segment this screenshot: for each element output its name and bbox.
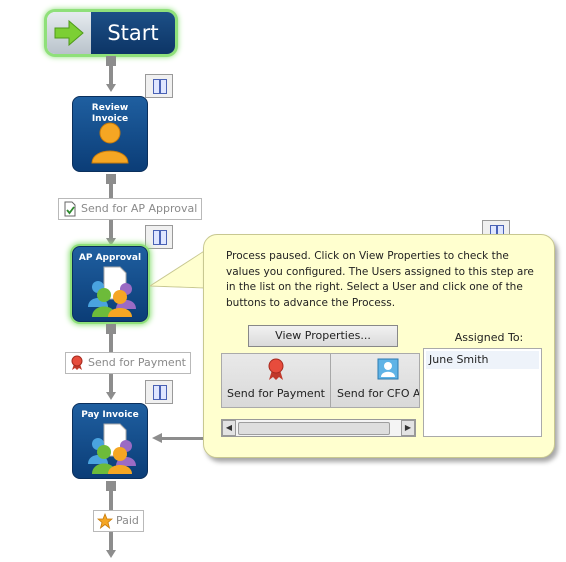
scroll-right-icon[interactable]: ▶ (401, 420, 415, 436)
connector-handle (106, 56, 116, 66)
connector-line (162, 437, 206, 440)
pause-badge[interactable] (145, 74, 173, 98)
connector-handle (106, 324, 116, 334)
document-check-icon (64, 201, 76, 217)
button-label: Send for CFO A (337, 387, 420, 400)
pause-badge[interactable] (145, 225, 173, 249)
send-for-cfo-button[interactable]: Send for CFO A (331, 354, 420, 407)
connector-line (109, 64, 113, 84)
scroll-left-icon[interactable]: ◀ (222, 420, 236, 436)
action-paid[interactable]: Paid (93, 510, 144, 532)
user-card-icon (377, 358, 399, 380)
scroll-thumb[interactable] (238, 422, 390, 435)
action-label: Send for Payment (88, 356, 186, 369)
buttons-horizontal-scrollbar[interactable]: ◀ ▶ (221, 419, 416, 437)
paused-step-callout: Process paused. Click on View Properties… (203, 234, 555, 458)
group-users-icon (88, 266, 136, 317)
assigned-to-heading: Assigned To: (454, 331, 524, 344)
connector-arrowhead (152, 433, 162, 443)
view-properties-button[interactable]: View Properties... (248, 325, 398, 347)
send-for-payment-button[interactable]: Send for Payment (222, 354, 331, 407)
assigned-users-list[interactable]: June Smith (423, 348, 542, 437)
connector-arrowhead (106, 550, 116, 558)
group-users-icon (88, 423, 136, 474)
connector-handle (106, 481, 116, 491)
start-arrow-icon (47, 12, 91, 54)
ribbon-icon (71, 355, 83, 370)
node-pay-invoice[interactable]: Pay Invoice (72, 403, 148, 479)
user-icon (91, 122, 129, 164)
pause-badge[interactable] (145, 380, 173, 404)
action-label: Send for AP Approval (81, 202, 198, 215)
node-ap-approval[interactable]: AP Approval (72, 246, 148, 322)
node-label: Review Invoice (91, 103, 129, 124)
action-buttons-strip: Send for Payment Send for CFO A (221, 353, 420, 408)
start-node[interactable]: Start (47, 12, 175, 54)
connector-arrowhead (106, 392, 116, 400)
action-send-for-ap-approval[interactable]: Send for AP Approval (58, 198, 203, 220)
node-review-invoice[interactable]: Review Invoice (72, 96, 148, 172)
button-label: Send for Payment (227, 387, 325, 400)
star-icon (97, 513, 113, 529)
node-label: Pay Invoice (81, 410, 139, 420)
list-item[interactable]: June Smith (426, 351, 539, 369)
callout-message: Process paused. Click on View Properties… (226, 250, 534, 309)
action-send-for-payment[interactable]: Send for Payment (65, 352, 191, 374)
connector-arrowhead (106, 238, 116, 246)
node-label: AP Approval (78, 253, 142, 263)
start-label: Start (91, 12, 175, 54)
callout-pointer (150, 250, 207, 289)
ribbon-icon (268, 358, 284, 380)
connector-arrowhead (106, 84, 116, 92)
connector-handle (106, 174, 116, 184)
action-label: Paid (116, 514, 139, 527)
